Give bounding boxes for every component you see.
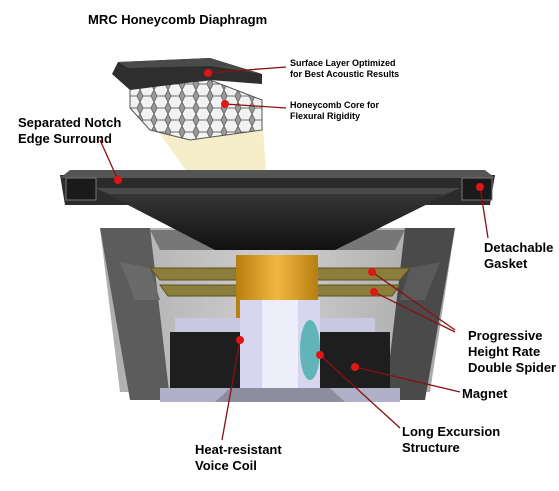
- label-line: Long Excursion: [402, 424, 501, 439]
- surround-left: [65, 177, 97, 201]
- label-line: Gasket: [484, 256, 528, 271]
- label-excursion: Long Excursion Structure: [402, 424, 500, 456]
- marker-core: [221, 100, 229, 108]
- label-line: Structure: [402, 440, 460, 455]
- label-spider: Progressive Height Rate Double Spider: [468, 328, 556, 376]
- diagram-title: MRC Honeycomb Diaphragm: [88, 12, 268, 27]
- label-line: Progressive: [468, 328, 543, 343]
- label-magnet: Magnet: [462, 386, 508, 402]
- marker-voice-coil: [236, 336, 244, 344]
- label-line: Heat-resistant: [195, 442, 282, 457]
- honeycomb-core: [129, 79, 263, 141]
- cone: [95, 188, 460, 250]
- marker-surround: [114, 176, 122, 184]
- marker-spider-upper: [368, 268, 376, 276]
- magnet-right: [320, 332, 390, 388]
- label-line: Height Rate: [468, 344, 541, 359]
- label-gasket: Detachable Gasket: [484, 240, 553, 272]
- label-line: Magnet: [462, 386, 508, 401]
- magnet-assembly: [160, 300, 400, 402]
- label-line: Edge Surround: [18, 131, 112, 146]
- marker-excursion: [316, 351, 324, 359]
- label-line: Surface Layer Optimized: [290, 58, 396, 68]
- label-line: Detachable: [484, 240, 554, 255]
- marker-spider-lower: [370, 288, 378, 296]
- label-line: Honeycomb Core for: [290, 100, 380, 110]
- label-line: Double Spider: [468, 360, 557, 375]
- label-line: Flexural Rigidity: [290, 111, 361, 121]
- label-line: Voice Coil: [195, 458, 257, 473]
- honeycomb-diaphragm-cutaway: [112, 58, 263, 141]
- marker-gasket: [476, 183, 484, 191]
- label-honeycomb-core: Honeycomb Core for Flexural Rigidity: [290, 100, 379, 122]
- label-surround: Separated Notch Edge Surround: [18, 115, 121, 147]
- label-line: Separated Notch: [18, 115, 122, 130]
- excursion-gap: [300, 320, 320, 380]
- marker-magnet: [351, 363, 359, 371]
- magnet-left: [170, 332, 240, 388]
- leader-lines: [99, 66, 489, 441]
- label-voice-coil: Heat-resistant Voice Coil: [195, 442, 282, 474]
- label-surface-layer: Surface Layer Optimized for Best Acousti…: [290, 58, 399, 80]
- label-line: for Best Acoustic Results: [290, 69, 400, 79]
- markers: [114, 69, 484, 371]
- marker-surface: [204, 69, 212, 77]
